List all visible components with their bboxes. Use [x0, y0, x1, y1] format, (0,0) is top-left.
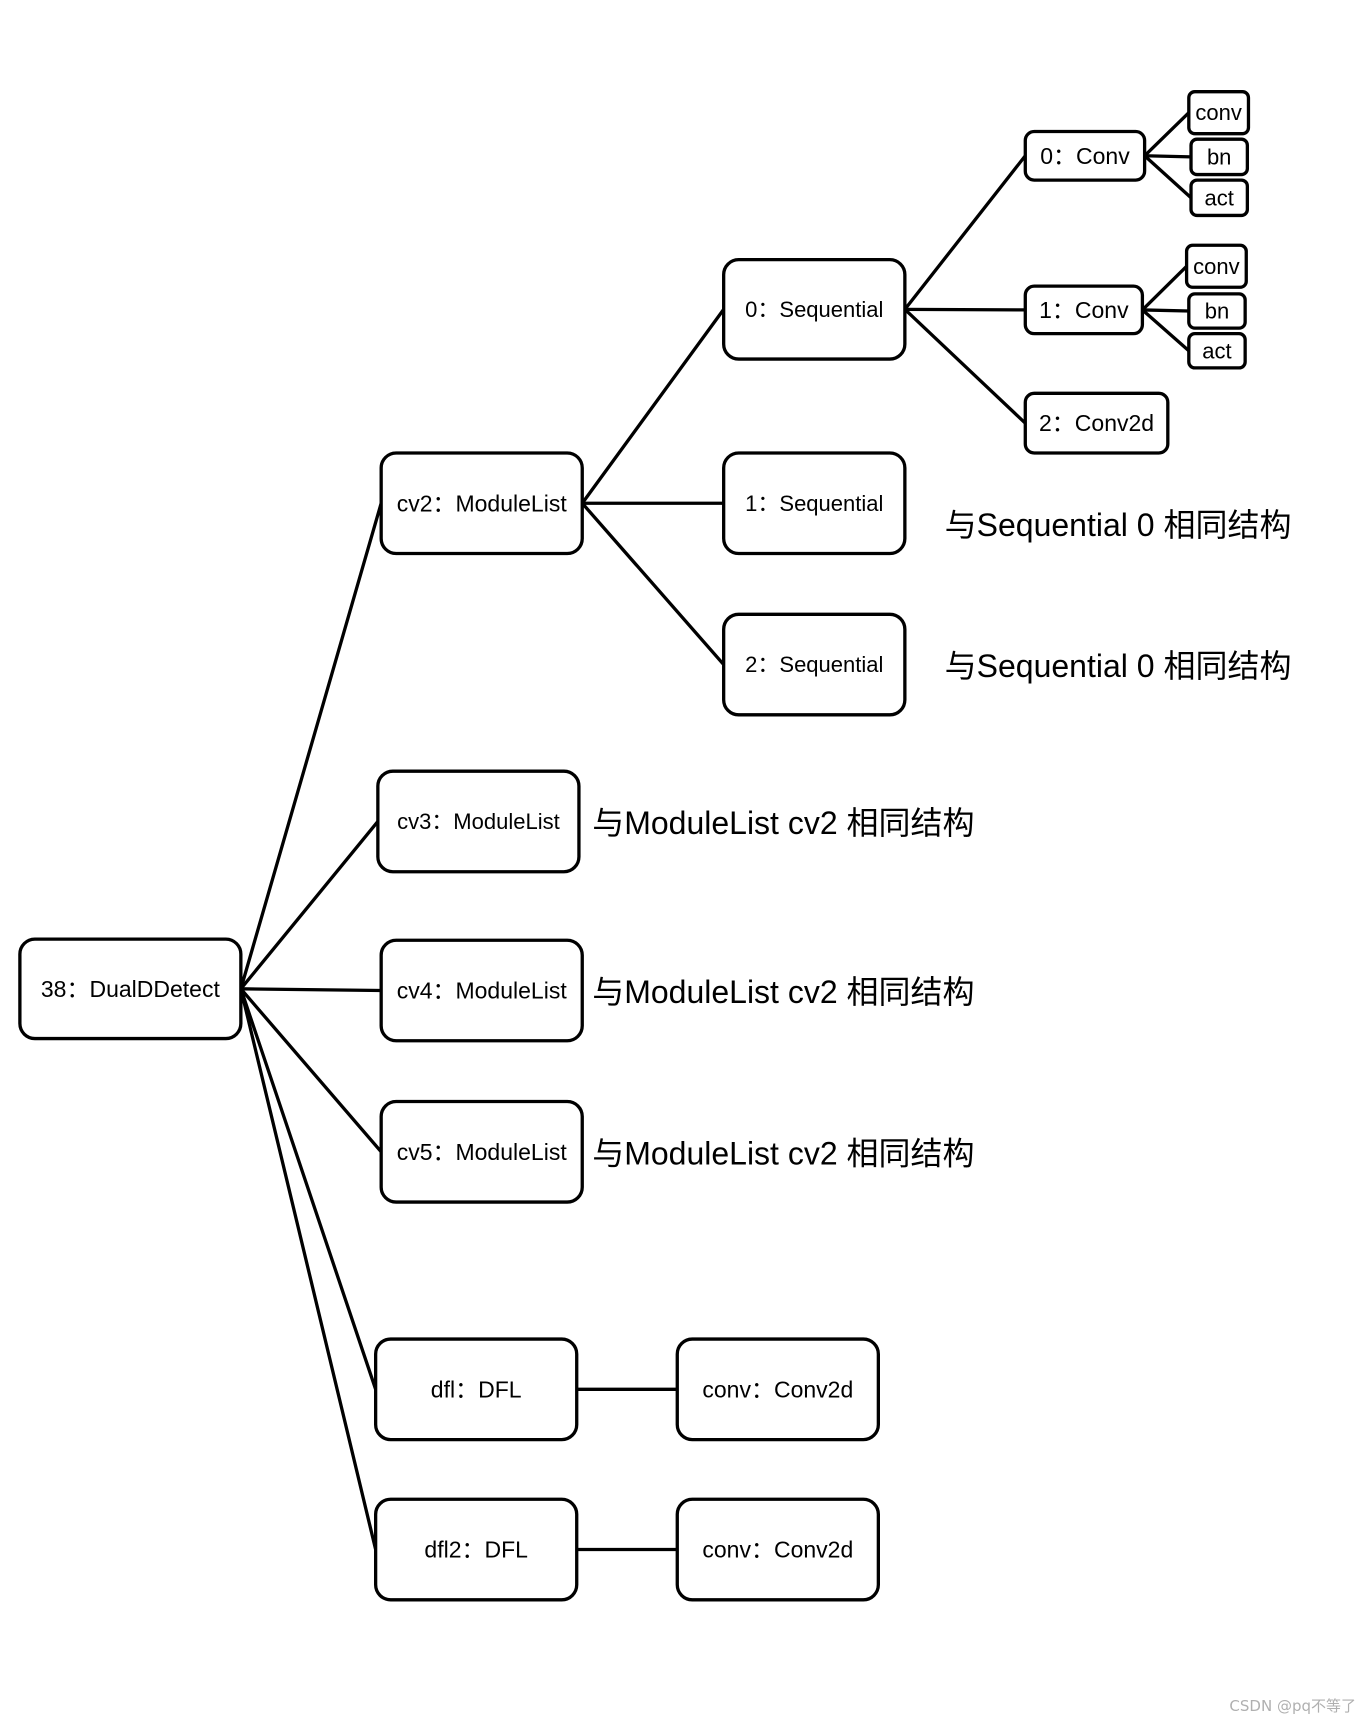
node-box [376, 769, 581, 874]
node-box [722, 451, 907, 556]
node-layer: 38：DualDDetect cv2：ModuleList cv3：ModuleLi… [18, 90, 1251, 1602]
node-label: conv：Conv2d [702, 1376, 853, 1402]
node-label: 0：Sequential [745, 297, 883, 322]
node-label: bn [1205, 299, 1229, 324]
node-seq0: 0：Sequential [722, 257, 907, 361]
edge-conv0-c0_bn [1142, 154, 1193, 159]
edge-conv0-c0_act [1142, 154, 1193, 200]
edge-conv1-c1_act [1140, 308, 1191, 353]
edge-root-cv4 [239, 987, 383, 993]
node-root: 38：DualDDetect [18, 937, 243, 1041]
edge-cv2-seq0 [580, 307, 726, 505]
node-label: bn [1207, 144, 1231, 169]
node-box [373, 1337, 579, 1442]
node-box [675, 1337, 880, 1442]
node-dfl: dfl：DFL [373, 1337, 579, 1442]
node-c0-act: act [1189, 178, 1250, 218]
node-box [1023, 129, 1147, 182]
node-dfl2: dfl2：DFL [373, 1497, 579, 1602]
node-cv4: cv4：ModuleList [379, 938, 584, 1043]
node-label: conv [1193, 254, 1239, 279]
node-label: dfl：DFL [431, 1376, 522, 1402]
edge-seq0-conv2d [903, 307, 1027, 425]
node-c1-act: act [1187, 332, 1247, 370]
node-label: 0：Conv [1040, 143, 1130, 169]
annotation-note-cv4: 与ModuleList cv2 相同结构 [592, 974, 974, 1010]
node-dfl-conv: conv：Conv2d [675, 1337, 880, 1442]
node-box [1187, 90, 1251, 136]
node-label: 1：Sequential [745, 491, 883, 516]
node-c0-bn: bn [1189, 137, 1250, 177]
node-cv5: cv5：ModuleList [379, 1099, 584, 1204]
edge-root-cv5 [239, 987, 383, 1154]
annotation-note-seq1: 与Sequential 0 相同结构 [945, 507, 1292, 543]
edge-root-dfl2 [239, 987, 378, 1552]
node-conv1: 1：Conv [1023, 284, 1145, 336]
node-box [1187, 292, 1247, 330]
node-label: 1：Conv [1039, 297, 1129, 323]
node-label: dfl2：DFL [424, 1537, 528, 1563]
annotation-note-cv3: 与ModuleList cv2 相同结构 [592, 805, 974, 841]
edge-root-cv2 [239, 501, 383, 991]
node-box [1023, 284, 1145, 336]
edge-conv0-c0_conv [1142, 111, 1191, 158]
annotation-note-cv5: 与ModuleList cv2 相同结构 [592, 1135, 974, 1171]
edge-conv1-c1_bn [1140, 308, 1191, 313]
node-label: 2：Conv2d [1039, 410, 1154, 436]
node-c1-conv: conv [1184, 243, 1248, 289]
node-cv2: cv2：ModuleList [379, 451, 584, 556]
node-box [379, 1099, 584, 1204]
node-box [379, 938, 584, 1043]
node-label: conv [1195, 100, 1241, 125]
node-box [379, 451, 584, 556]
edge-cv2-seq2 [580, 501, 726, 667]
edge-conv1-c1_conv [1140, 264, 1189, 312]
node-conv2d: 2：Conv2d [1023, 391, 1170, 455]
node-box [722, 257, 907, 361]
node-box [1023, 391, 1170, 455]
node-box [373, 1497, 579, 1602]
edge-layer [239, 111, 1193, 1552]
node-box [1187, 332, 1247, 370]
node-label: conv：Conv2d [702, 1537, 853, 1563]
node-label: act [1205, 185, 1234, 210]
node-label: 2：Sequential [745, 652, 883, 677]
node-c0-conv: conv [1187, 90, 1251, 136]
node-box [1189, 137, 1250, 177]
node-label: act [1202, 338, 1231, 363]
edge-root-dfl [239, 987, 378, 1391]
node-seq2: 2：Sequential [722, 612, 907, 717]
node-label: cv2：ModuleList [397, 490, 568, 516]
node-label: cv5：ModuleList [397, 1139, 568, 1165]
watermark: CSDN @pq不等了 [1229, 1697, 1356, 1715]
node-conv0: 0：Conv [1023, 129, 1147, 182]
node-box [675, 1497, 880, 1602]
edge-root-cv3 [239, 819, 380, 991]
node-label: cv3：ModuleList [397, 809, 560, 834]
node-label: 38：DualDDetect [41, 976, 221, 1002]
node-box [722, 612, 907, 717]
node-box [1184, 243, 1248, 289]
edge-seq0-conv1 [903, 307, 1027, 312]
node-seq1: 1：Sequential [722, 451, 907, 556]
node-cv3: cv3：ModuleList [376, 769, 581, 874]
edge-seq0-conv0 [903, 154, 1027, 312]
node-dfl2-conv: conv：Conv2d [675, 1497, 880, 1602]
node-label: cv4：ModuleList [397, 977, 568, 1003]
annotation-note-seq2: 与Sequential 0 相同结构 [945, 648, 1292, 684]
node-c1-bn: bn [1187, 292, 1247, 330]
node-box [1189, 178, 1250, 218]
node-box [18, 937, 243, 1041]
